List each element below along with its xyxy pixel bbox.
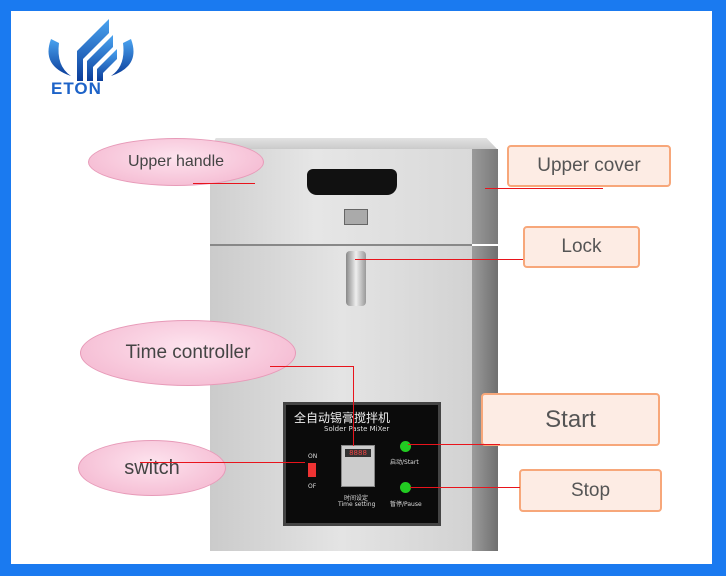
callout-time-controller: Time controller <box>80 320 296 386</box>
handle-latch-plate <box>344 209 368 225</box>
timer-display: 8888 <box>345 449 371 457</box>
control-panel: 全自动锡膏搅拌机 Solder Paste MiXer ON OF 8888 时… <box>283 402 441 526</box>
panel-title-cn: 全自动锡膏搅拌机 <box>294 411 391 425</box>
start-button[interactable] <box>400 441 411 452</box>
leader-line-switch <box>140 462 305 463</box>
callout-upper-handle: Upper handle <box>88 138 264 186</box>
callout-lock: Lock <box>523 226 640 268</box>
annotated-product-image: ETON 全自动锡膏搅拌机 Solder Paste MiXer ON OF 8… <box>11 11 712 564</box>
logo-text: ETON <box>51 79 102 98</box>
callout-start: Start <box>481 393 660 446</box>
leader-line-stop <box>410 487 520 488</box>
leader-line-time-controller-vertical <box>353 366 354 446</box>
time-setting-en: Time setting <box>338 501 376 508</box>
panel-title-en: Solder Paste MiXer <box>324 425 390 433</box>
start-label: 启动/Start <box>390 459 419 466</box>
leader-line-lock <box>355 259 523 260</box>
pause-button[interactable] <box>400 482 411 493</box>
callout-upper-cover: Upper cover <box>507 145 671 187</box>
leader-line-handle <box>193 183 255 184</box>
leader-line-time-controller <box>270 366 353 367</box>
machine-upper-side <box>472 149 498 244</box>
upper-handle <box>307 169 397 195</box>
callout-switch: switch <box>78 440 226 496</box>
leader-line-start <box>408 444 500 445</box>
power-switch[interactable] <box>308 463 316 477</box>
time-setting-cn: 时间设定 <box>344 495 369 502</box>
eton-logo-icon <box>48 19 134 81</box>
lock-latch <box>346 251 366 306</box>
callout-stop: Stop <box>519 469 662 512</box>
machine-top <box>210 138 498 150</box>
pause-label: 暂停/Pause <box>390 501 422 508</box>
time-controller[interactable]: 8888 <box>341 445 375 487</box>
leader-line-upper-cover <box>485 188 603 189</box>
switch-on-label: ON <box>308 453 318 460</box>
switch-off-label: OF <box>308 483 317 490</box>
